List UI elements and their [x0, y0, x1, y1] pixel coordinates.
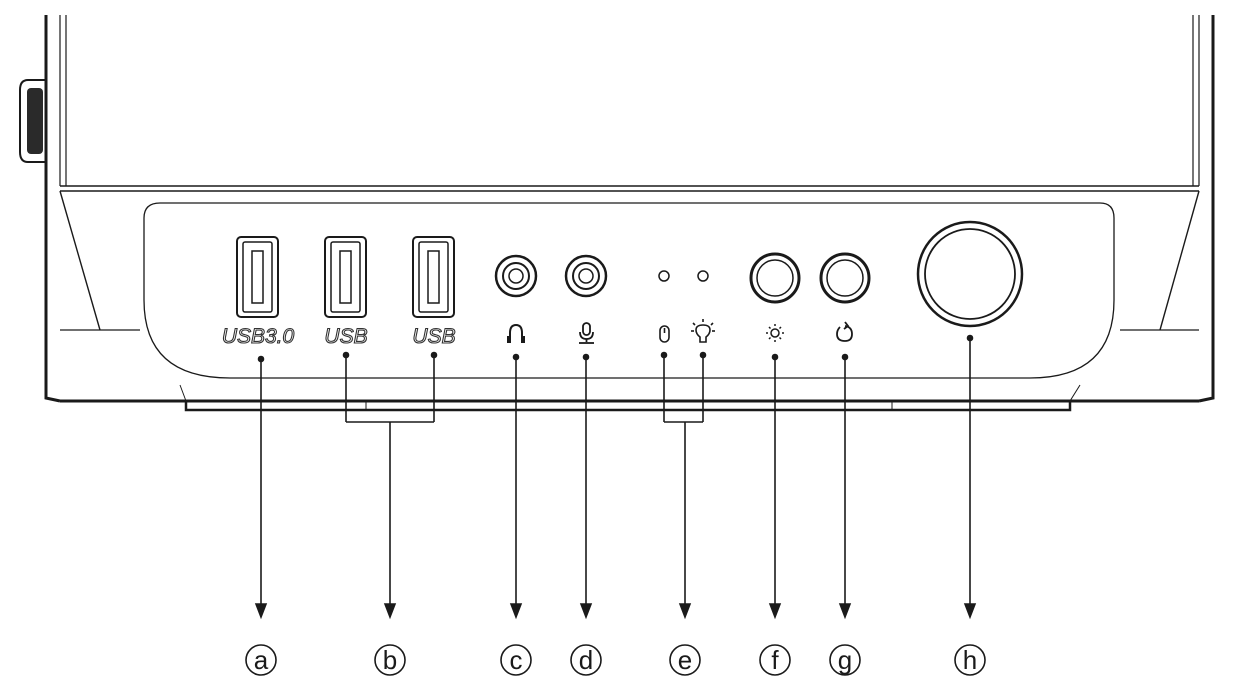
callout-a: a [245, 644, 277, 676]
callout-leaders [254, 334, 977, 620]
headphone-icon [507, 323, 525, 343]
microphone-jack[interactable] [564, 254, 608, 298]
usb-port-left[interactable] [324, 236, 367, 318]
microphone-icon [579, 322, 594, 344]
led-light-icon [766, 324, 784, 342]
callout-c-letter: c [510, 645, 523, 675]
callout-b: b [374, 644, 406, 676]
usb-right-label: USB [412, 325, 455, 348]
callout-e: e [669, 644, 701, 676]
callout-c: c [500, 644, 532, 676]
hdd-led [658, 270, 670, 282]
hdd-activity-icon [659, 325, 670, 343]
usb-port-right[interactable] [412, 236, 455, 318]
callout-h-letter: h [963, 645, 977, 675]
led-button[interactable] [749, 252, 801, 304]
power-led-icon [691, 319, 715, 343]
callout-b-letter: b [383, 645, 397, 675]
usb-left-label: USB [324, 325, 367, 348]
callout-e-letter: e [678, 645, 692, 675]
callout-f: f [759, 644, 791, 676]
callout-f-letter: f [771, 645, 779, 675]
usb3-label: USB3.0 [222, 325, 295, 348]
power-led [697, 270, 709, 282]
power-button[interactable] [916, 220, 1024, 328]
headphone-jack[interactable] [494, 254, 538, 298]
callout-g: g [829, 644, 861, 676]
case-body [44, 15, 1215, 412]
usb3-port[interactable] [236, 236, 279, 318]
callout-d-letter: d [579, 645, 593, 675]
reset-button[interactable] [819, 252, 871, 304]
callout-h: h [954, 644, 986, 676]
reset-icon [836, 321, 853, 342]
io-panel [143, 202, 1115, 379]
callout-a-letter: a [254, 645, 269, 675]
callout-g-letter: g [838, 645, 852, 675]
side-latch [19, 79, 46, 163]
callout-d: d [570, 644, 602, 676]
